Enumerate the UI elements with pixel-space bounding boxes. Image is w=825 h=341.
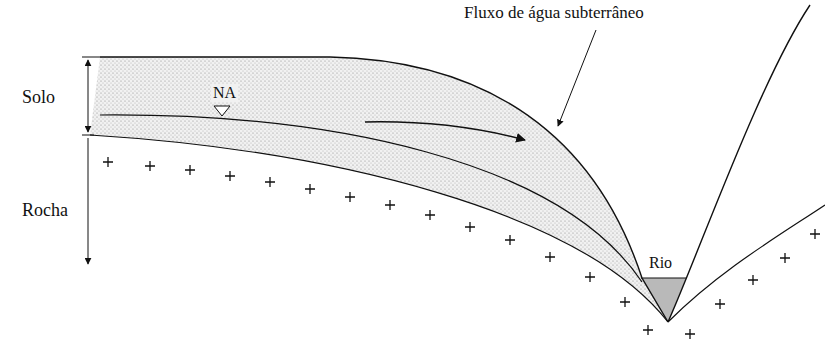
soil-dimension — [88, 60, 89, 132]
rock-surface — [90, 135, 668, 322]
water-table-line — [100, 115, 642, 282]
dimension-tick — [82, 57, 100, 58]
rock-crosses — [103, 157, 820, 339]
layer-label: Solo — [20, 88, 57, 108]
callout-label: Fluxo de água subterrâneo — [462, 4, 646, 23]
rock-dimension — [88, 138, 89, 264]
river-surface — [641, 277, 686, 278]
flow-arrow — [365, 122, 525, 140]
river-label: Rio — [647, 254, 674, 272]
dimension-tick — [82, 135, 94, 136]
right-rock-surface — [668, 205, 825, 322]
water-table-symbol — [214, 106, 230, 116]
right-bank — [668, 5, 810, 322]
soil-layer — [90, 57, 668, 322]
layer-label: Rocha — [20, 201, 70, 221]
water-table-label: NA — [211, 84, 238, 102]
leader-line — [558, 30, 596, 126]
ground-surface — [100, 57, 668, 322]
